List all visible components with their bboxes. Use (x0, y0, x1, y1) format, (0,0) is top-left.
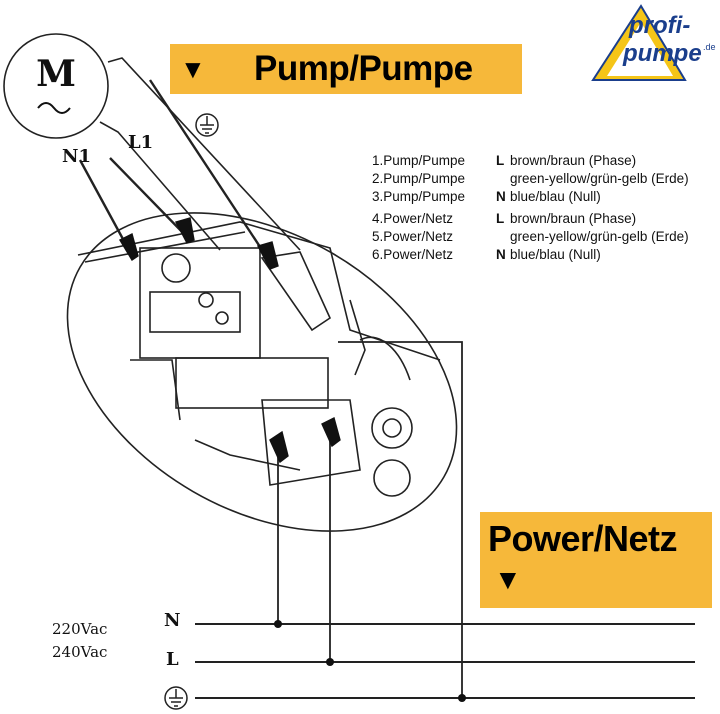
wire-label-l1: L1 (128, 132, 154, 153)
legend-desc: brown/braun (Phase) (510, 153, 637, 168)
wire-pump-earth (148, 79, 272, 263)
bus-label-n: N (164, 610, 181, 631)
arrow-down-icon: ▼ (494, 564, 522, 595)
terminal-block-power (261, 399, 361, 486)
legend-desc: blue/blau (Null) (510, 188, 601, 204)
ground-icon (164, 686, 188, 710)
terminal-screw-3 (215, 311, 229, 325)
terminal-label-plate (149, 291, 241, 333)
pump-banner: ▼ Pump/Pumpe (170, 44, 522, 94)
legend-desc: green-yellow/grün-gelb (Erde) (510, 170, 689, 186)
terminal-clamp-earth (256, 241, 279, 270)
motor-circle (3, 33, 109, 139)
terminal-clamp-n1 (119, 232, 139, 261)
voltage-label-2: 240Vac (52, 643, 108, 661)
legend-code: L (496, 211, 505, 227)
junction-earth (458, 694, 466, 702)
logo-text-line1: profi- (629, 12, 691, 39)
power-banner-label: Power/Netz (488, 518, 678, 559)
terminal-clamp-power-n (269, 430, 289, 464)
housing-inner-edge (130, 359, 181, 421)
cable-gland-1 (371, 407, 413, 449)
cable-entry (349, 299, 366, 376)
legend-code: N (496, 246, 506, 262)
logo-suffix: .de (703, 42, 716, 52)
wire-n1 (78, 159, 132, 253)
legend-item: 4.Power/Netz (372, 211, 454, 227)
cable-gland-2 (373, 459, 411, 497)
cable-gland-1-inner (382, 418, 402, 438)
motor-icon: M (36, 53, 76, 95)
power-banner: Power/Netz ▼ (480, 512, 712, 608)
legend-item: 3.Pump/Pumpe (372, 188, 466, 204)
junction-l (326, 658, 334, 666)
legend-desc: green-yellow/grün-gelb (Erde) (510, 229, 689, 245)
terminal-screw-2 (198, 292, 214, 308)
motor-wave-icon (37, 102, 71, 114)
housing-top-edge-2 (84, 231, 246, 263)
cable-sheath-top (107, 57, 301, 251)
housing-lower-edge (194, 439, 301, 471)
arrow-down-icon: ▼ (180, 54, 206, 84)
terminal-screw-1 (161, 253, 191, 283)
legend-code: L (496, 153, 505, 168)
brand-logo: profi- pumpe .de (585, 2, 720, 82)
logo-mark (591, 4, 687, 81)
terminal-clamp-l1 (174, 217, 195, 244)
legend-code: N (496, 188, 506, 204)
legend-desc: brown/braun (Phase) (510, 211, 637, 227)
wire-power-earth (338, 341, 463, 698)
terminal-clamp-power-l (321, 416, 341, 448)
legend-item: 2.Pump/Pumpe (372, 170, 466, 186)
cable-sheath-bottom (99, 121, 221, 251)
earth-clamp (260, 251, 332, 332)
terminal-block-center (175, 357, 329, 409)
ground-icon (195, 113, 219, 137)
cable-loop (359, 336, 411, 381)
voltage-label-1: 220Vac (52, 620, 108, 638)
legend-item: 6.Power/Netz (372, 246, 454, 262)
wire-label-n1: N1 (62, 146, 91, 167)
logo-text-line2: pumpe (623, 40, 702, 67)
pump-banner-label: Pump/Pumpe (254, 49, 473, 88)
wire-l1 (109, 157, 191, 241)
legend-item: 1.Pump/Pumpe (372, 153, 466, 168)
bus-label-l: L (166, 649, 179, 670)
legend-desc: blue/blau (Null) (510, 246, 601, 262)
legend-item: 5.Power/Netz (372, 229, 454, 245)
junction-n (274, 620, 282, 628)
